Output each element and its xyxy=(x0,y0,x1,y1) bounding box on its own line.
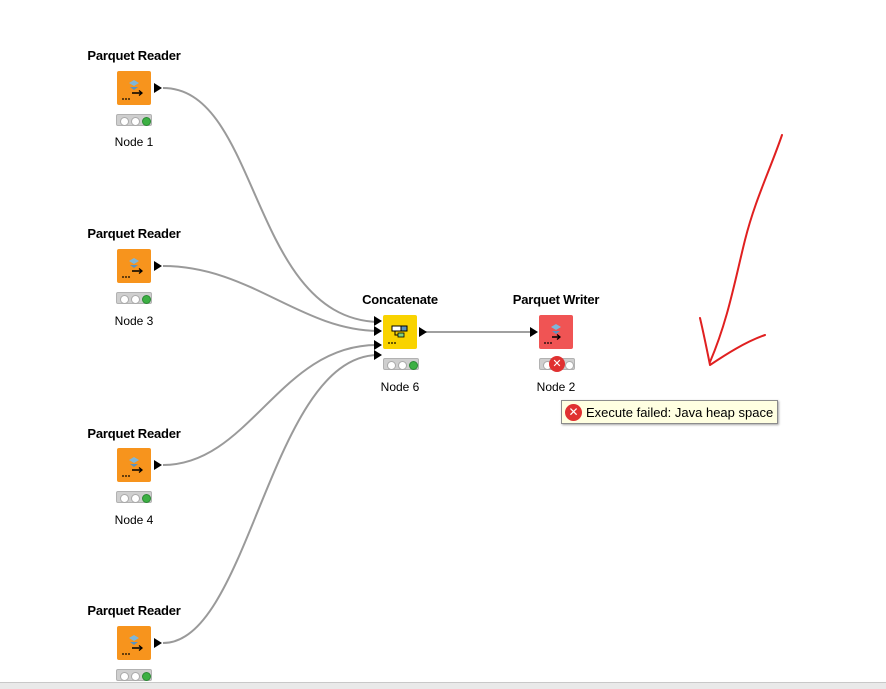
parquet-reader-icon xyxy=(122,635,144,655)
node5-status-light xyxy=(116,669,152,681)
node4-status-light xyxy=(116,491,152,503)
node2-status-light: ✕ xyxy=(539,356,575,372)
node6-label[interactable]: Node 6 xyxy=(380,380,420,394)
node6-status-light xyxy=(383,358,419,370)
node1-label[interactable]: Node 1 xyxy=(114,135,154,149)
node4-output-port[interactable] xyxy=(154,460,162,470)
parquet-reader-icon xyxy=(122,258,144,278)
node2-icon[interactable] xyxy=(539,315,573,349)
node2-input-port[interactable] xyxy=(530,327,538,337)
node4-title: Parquet Reader xyxy=(87,426,181,441)
node3-title: Parquet Reader xyxy=(87,226,181,241)
node3-icon[interactable] xyxy=(117,249,151,283)
node5-output-port[interactable] xyxy=(154,638,162,648)
node2-label[interactable]: Node 2 xyxy=(536,380,576,394)
parquet-writer-icon xyxy=(544,324,562,344)
horizontal-scrollbar[interactable] xyxy=(0,682,886,689)
node1-status-light xyxy=(116,114,152,126)
node6-output-port[interactable] xyxy=(419,327,427,337)
node5-icon[interactable] xyxy=(117,626,151,660)
error-tooltip-message: Execute failed: Java heap space xyxy=(586,404,774,420)
node1-output-port[interactable] xyxy=(154,83,162,93)
node1-icon[interactable] xyxy=(117,71,151,105)
annotation-arrow xyxy=(699,134,783,366)
node6-title: Concatenate xyxy=(362,292,438,307)
parquet-reader-icon xyxy=(122,457,144,477)
node1-title: Parquet Reader xyxy=(87,48,181,63)
node6-input-port-1[interactable] xyxy=(374,316,382,326)
node4-icon[interactable] xyxy=(117,448,151,482)
node6-input-port-3[interactable] xyxy=(374,340,382,350)
node6-input-port-2[interactable] xyxy=(374,326,382,336)
node5-title: Parquet Reader xyxy=(87,603,181,618)
connection-node1-to-node6[interactable] xyxy=(162,87,379,323)
parquet-reader-icon xyxy=(122,80,144,100)
node3-output-port[interactable] xyxy=(154,261,162,271)
error-tooltip: ✕ Execute failed: Java heap space xyxy=(561,400,779,424)
node2-title: Parquet Writer xyxy=(512,292,600,307)
node3-status-light xyxy=(116,292,152,304)
connection-node4-to-node6[interactable] xyxy=(162,343,379,466)
error-x-icon: ✕ xyxy=(549,356,565,372)
connection-node3-to-node6[interactable] xyxy=(162,265,379,332)
concatenate-icon xyxy=(388,325,408,344)
node6-icon[interactable] xyxy=(383,315,417,349)
node3-label[interactable]: Node 3 xyxy=(114,314,154,328)
node6-input-port-4[interactable] xyxy=(374,350,382,360)
node4-label[interactable]: Node 4 xyxy=(114,513,154,527)
error-icon: ✕ xyxy=(565,403,582,421)
connection-node5-to-node6[interactable] xyxy=(162,354,379,644)
